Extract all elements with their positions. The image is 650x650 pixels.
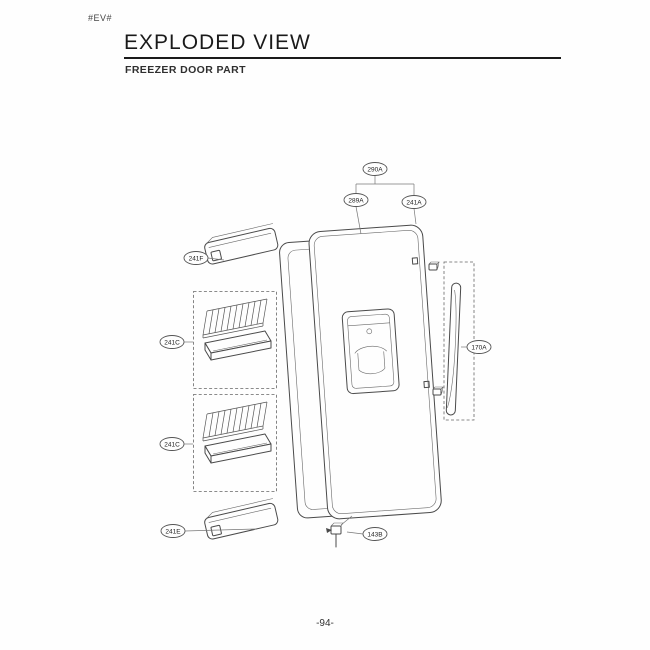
callout-289A: 289A <box>343 193 369 207</box>
handle-clip-upper <box>428 261 440 271</box>
lower-door-bin <box>202 497 280 541</box>
section-subtitle: FREEZER DOOR PART <box>125 64 246 76</box>
door-handle <box>443 261 475 421</box>
svg-text:143B: 143B <box>367 531 382 538</box>
dispenser-recess <box>341 308 400 395</box>
wire-basket-lower <box>193 394 277 492</box>
callout-143B: 143B <box>362 527 388 541</box>
callout-connectors <box>184 175 467 535</box>
page-title: EXPLODED VIEW <box>124 31 311 54</box>
svg-text:289A: 289A <box>348 197 364 204</box>
svg-text:241E: 241E <box>165 528 181 535</box>
svg-text:241C: 241C <box>164 339 180 346</box>
wire-basket-upper <box>193 291 277 389</box>
callout-241C-upper: 241C <box>159 335 185 349</box>
callout-290A: 290A <box>362 162 388 176</box>
callout-241A: 241A <box>401 195 427 209</box>
callout-241E: 241E <box>160 524 186 538</box>
title-underline <box>124 57 561 59</box>
page-number: -94- <box>316 618 334 629</box>
hinge-pin <box>326 515 353 548</box>
svg-text:290A: 290A <box>367 166 383 173</box>
handle-clip-lower <box>432 386 444 396</box>
freezer-door-assembly <box>308 224 442 520</box>
doc-code: #EV# <box>88 13 113 23</box>
svg-text:241C: 241C <box>164 441 180 448</box>
svg-text:241F: 241F <box>189 255 204 262</box>
callout-241F: 241F <box>183 251 209 265</box>
svg-text:170A: 170A <box>471 344 487 351</box>
callout-170A: 170A <box>466 340 492 354</box>
callout-241C-lower: 241C <box>159 437 185 451</box>
svg-text:241A: 241A <box>406 199 422 206</box>
